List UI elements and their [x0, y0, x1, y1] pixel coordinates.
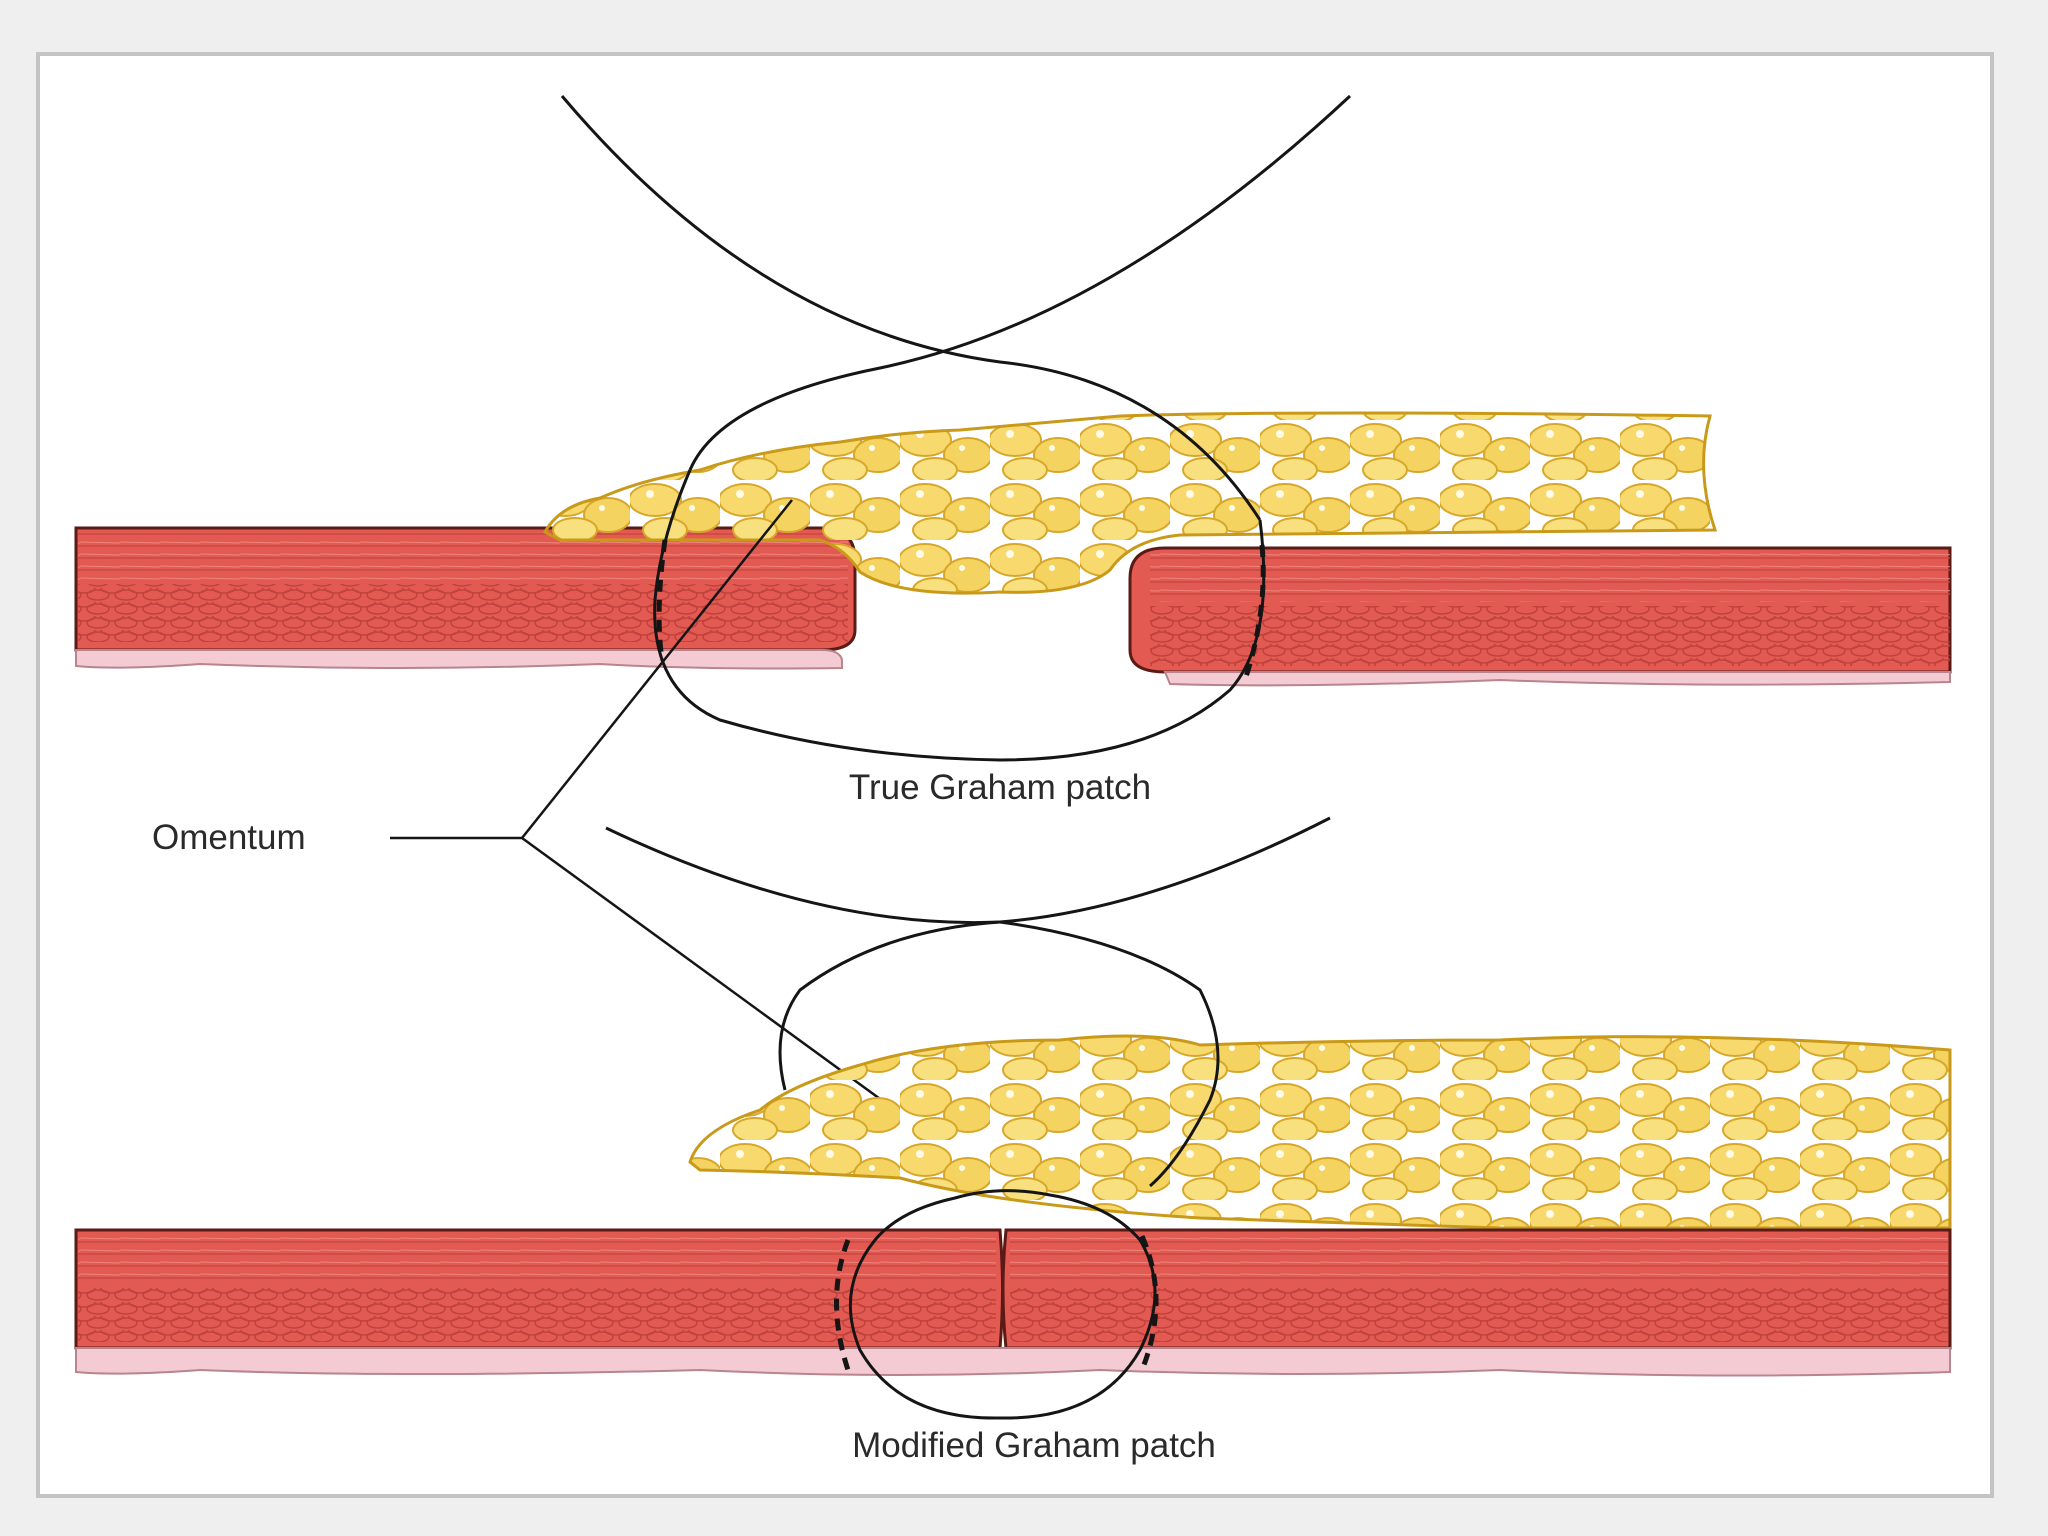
- omentum-callout: Omentum: [152, 499, 899, 1114]
- omentum-leader-lines: [390, 499, 899, 1114]
- suture-top: [560, 94, 1352, 762]
- stomach-wall-right-top: [1128, 546, 1952, 687]
- stomach-wall-bottom: [74, 1228, 1952, 1377]
- omentum-top: [542, 411, 1718, 595]
- modified-graham-patch-caption: Modified Graham patch: [852, 1426, 1216, 1465]
- omentum-label: Omentum: [152, 818, 306, 857]
- suture-bottom: [605, 816, 1331, 1420]
- modified-graham-patch-figure: Modified Graham patch: [74, 816, 1952, 1465]
- omentum-bottom: [688, 1034, 1952, 1230]
- true-graham-patch-figure: True Graham patch: [74, 94, 1952, 807]
- stomach-wall-left-top: [74, 526, 857, 670]
- true-graham-patch-caption: True Graham patch: [849, 768, 1151, 807]
